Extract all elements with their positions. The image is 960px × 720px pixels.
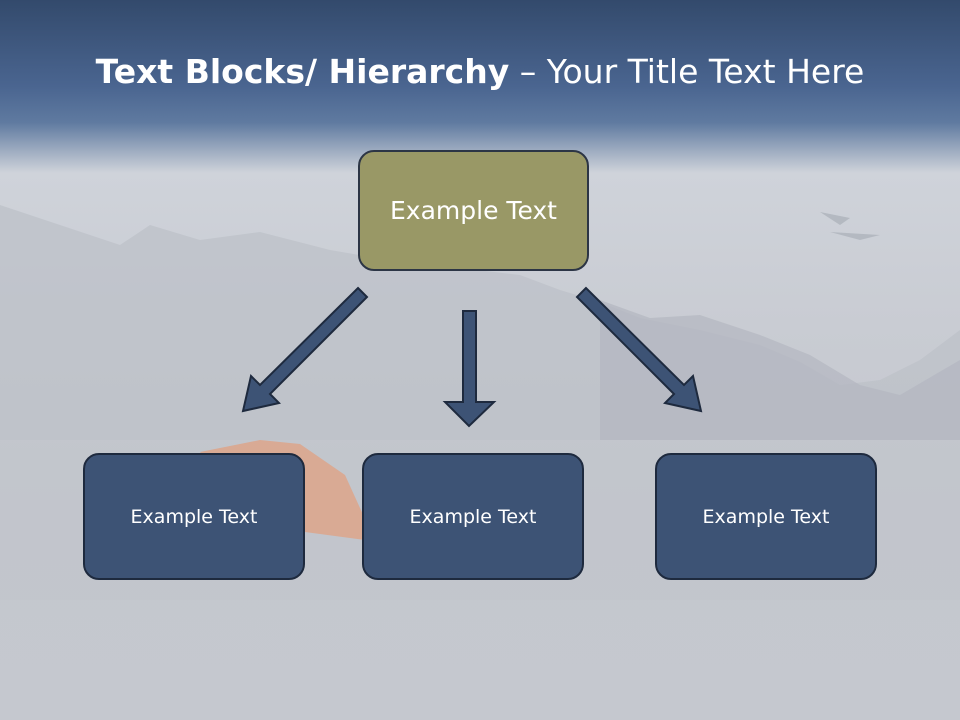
top-node-label: Example Text (390, 196, 557, 225)
top-node: Example Text (358, 150, 589, 271)
arrow-center (442, 310, 497, 428)
child-node-2: Example Text (362, 453, 584, 580)
child-node-label: Example Text (409, 505, 537, 528)
child-node-1: Example Text (83, 453, 305, 580)
child-node-3: Example Text (655, 453, 877, 580)
child-node-label: Example Text (702, 505, 830, 528)
arrow-right (575, 286, 703, 413)
title-bold-part: Text Blocks/ Hierarchy (95, 52, 510, 91)
slide-title: Text Blocks/ Hierarchy – Your Title Text… (0, 52, 960, 91)
title-regular-part: – Your Title Text Here (509, 52, 865, 91)
child-node-label: Example Text (130, 505, 258, 528)
arrow-left (241, 286, 369, 413)
